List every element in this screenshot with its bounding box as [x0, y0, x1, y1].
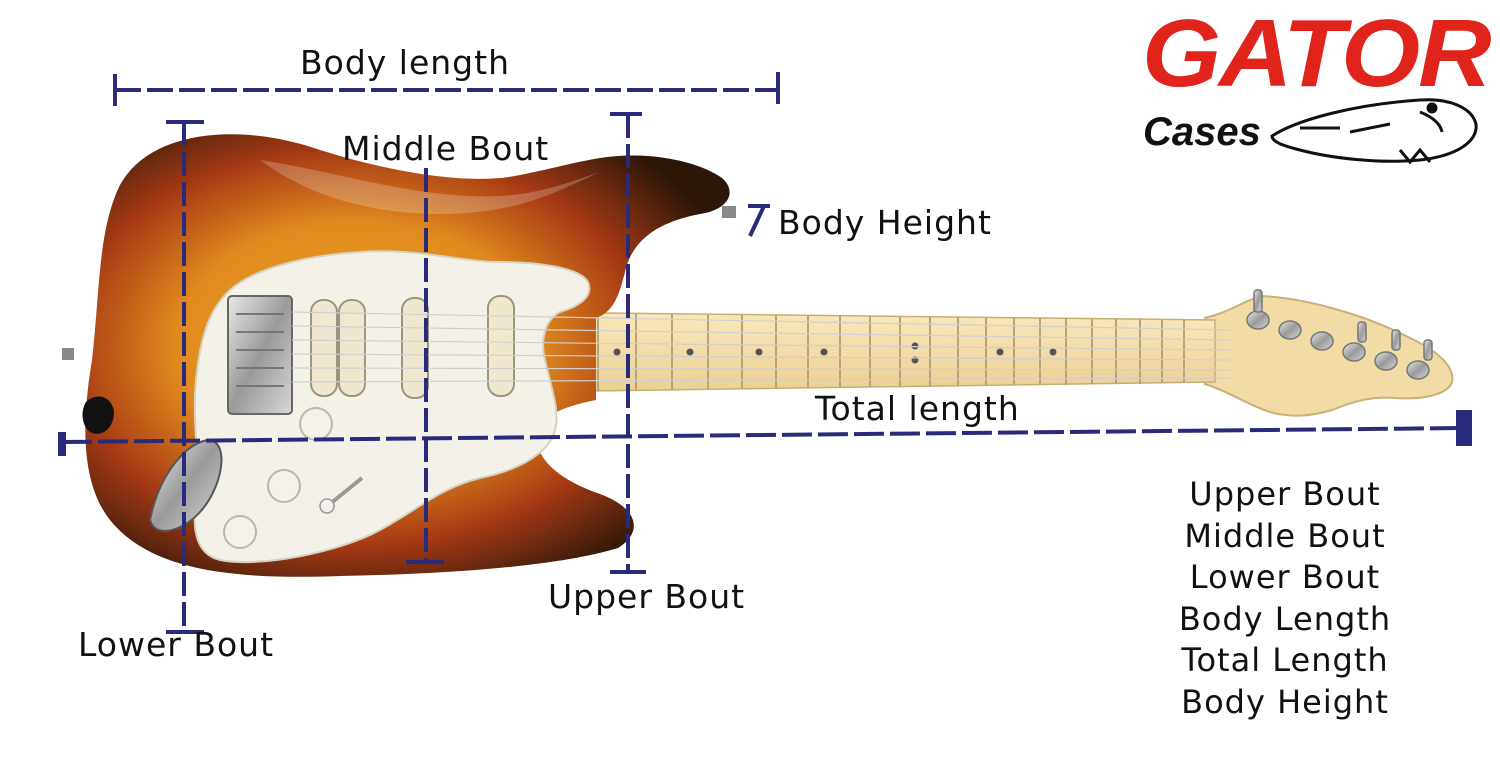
label-total-length: Total length	[815, 389, 1020, 428]
pickups	[310, 295, 515, 399]
knobs	[223, 407, 333, 549]
legend-item: Lower Bout	[1189, 558, 1381, 596]
headstock	[1204, 294, 1454, 417]
label-lower-bout: Lower Bout	[78, 625, 275, 664]
bridge	[227, 295, 293, 415]
label-body-length: Body length	[300, 43, 510, 82]
dimension-lines	[58, 72, 1472, 634]
brand-subtitle: Cases	[1143, 110, 1261, 154]
strap-button-shadow	[82, 396, 114, 434]
legend-item: Middle Bout	[1184, 516, 1386, 555]
measurement-legend: Upper Bout Middle Bout Lower Bout Body L…	[1140, 474, 1430, 723]
frets	[559, 313, 1185, 391]
label-middle-bout: Middle Bout	[342, 129, 550, 168]
strings	[291, 311, 1231, 383]
label-upper-bout: Upper Bout	[548, 577, 746, 616]
fret-markers	[613, 342, 1057, 364]
brand-wordmark: GATOR	[1142, 0, 1492, 107]
label-body-height: Body Height	[778, 203, 992, 242]
legend-item: Body Length	[1178, 599, 1392, 638]
gator-mascot-icon	[1270, 98, 1478, 165]
legend-item: Total Length	[1181, 641, 1389, 679]
legend-item: Upper Bout	[1189, 475, 1381, 513]
legend-item: Body Height	[1181, 682, 1389, 721]
tuner-pegs	[1246, 289, 1433, 380]
total-length-line	[61, 426, 1467, 444]
body-highlight	[260, 160, 600, 214]
body-height-line	[748, 205, 766, 237]
